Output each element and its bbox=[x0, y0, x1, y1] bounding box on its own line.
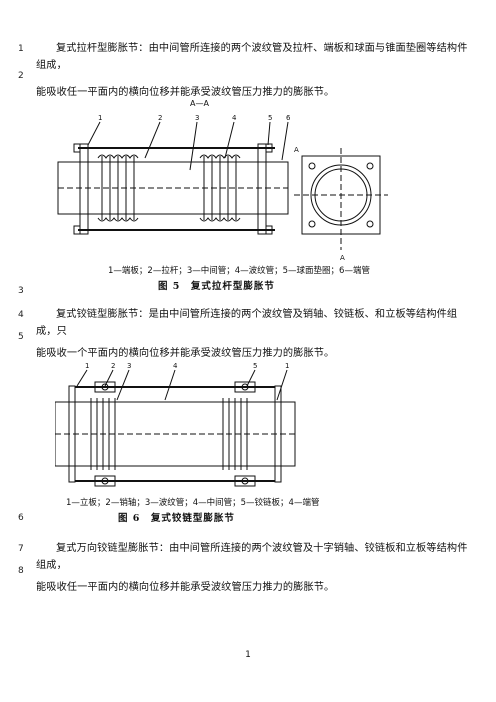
line-number: 7 bbox=[18, 544, 24, 554]
paragraph-line: 复式拉杆型膨胀节：由中间管所连接的两个波纹管及拉杆、端板和球面与锥面垫圈等结构件… bbox=[36, 43, 468, 71]
callout-1b: 1 bbox=[285, 362, 289, 370]
figure-6-caption: 图 6 复式铰链型膨胀节 bbox=[118, 513, 235, 524]
callout-5: 5 bbox=[268, 114, 272, 122]
line-number: 6 bbox=[18, 513, 24, 523]
paragraph-line: 复式铰链型膨胀节：是由中间管所连接的两个波纹管及销轴、铰链板、和立板等结构件组成… bbox=[36, 309, 458, 337]
line-number: 4 bbox=[18, 310, 24, 320]
line-number: 2 bbox=[18, 71, 24, 81]
callout-1: 1 bbox=[98, 114, 102, 122]
figure-6-legend: 1—立板；2—销轴；3—波纹管；4—中间管；5—铰链板；4—端管 bbox=[66, 498, 320, 508]
callout-3: 3 bbox=[195, 114, 199, 122]
line-number: 5 bbox=[18, 332, 24, 342]
paragraph-hinged: 复式铰链型膨胀节：是由中间管所连接的两个波纹管及销轴、铰链板、和立板等结构件组成… bbox=[36, 306, 476, 362]
figure-5-caption: 图 5 复式拉杆型膨胀节 bbox=[158, 281, 275, 292]
callout-2: 2 bbox=[158, 114, 162, 122]
line-number: 3 bbox=[18, 286, 24, 296]
paragraph-line: 能吸收任一平面内的横向位移并能承受波纹管压力推力的膨胀节。 bbox=[36, 582, 335, 593]
callout-5: 5 bbox=[253, 362, 257, 370]
paragraph-line: 复式万向铰链型膨胀节：由中间管所连接的两个波纹管及十字销轴、铰链板和立板等结构件… bbox=[36, 543, 468, 571]
callout-1: 1 bbox=[85, 362, 89, 370]
callout-6: 6 bbox=[286, 114, 291, 122]
line-number: 1 bbox=[18, 44, 24, 54]
callout-3: 3 bbox=[127, 362, 131, 370]
figure-6-drawing: 1 2 3 4 5 1 bbox=[55, 362, 296, 487]
page-number: 1 bbox=[245, 650, 251, 660]
paragraph-tie-rod: 复式拉杆型膨胀节：由中间管所连接的两个波纹管及拉杆、端板和球面与锥面垫圈等结构件… bbox=[36, 40, 476, 101]
section-mark-top: A bbox=[294, 146, 299, 154]
callout-4: 4 bbox=[173, 362, 178, 370]
figure-5-drawing: A—A 1 2 3 4 5 6 bbox=[57, 100, 388, 260]
paragraph-universal-hinged: 复式万向铰链型膨胀节：由中间管所连接的两个波纹管及十字销轴、铰链板和立板等结构件… bbox=[36, 540, 476, 596]
line-number: 8 bbox=[18, 566, 24, 576]
callout-2: 2 bbox=[111, 362, 115, 370]
section-mark-bottom: A bbox=[340, 254, 345, 260]
paragraph-line: 能吸收任一平面内的横向位移并能承受波纹管压力推力的膨胀节。 bbox=[36, 87, 335, 98]
paragraph-line: 能吸收一个平面内的横向位移并能承受波纹管压力推力的膨胀节。 bbox=[36, 348, 335, 359]
section-label: A—A bbox=[190, 100, 209, 108]
figure-5-legend: 1—端板；2—拉杆；3—中间管；4—波纹管；5—球面垫圈；6—端管 bbox=[108, 266, 370, 276]
callout-4: 4 bbox=[232, 114, 237, 122]
